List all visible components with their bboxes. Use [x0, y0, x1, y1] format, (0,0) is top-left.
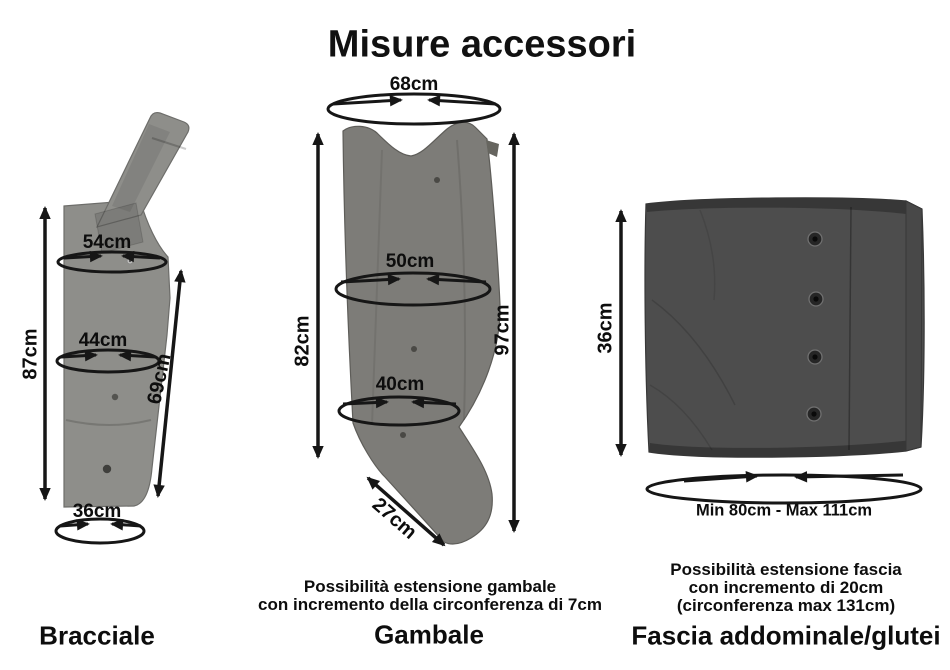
fascia-snap-2: [808, 291, 824, 307]
fascia-annotations: [615, 209, 923, 505]
fascia-ellipse-arrow-left: [683, 471, 759, 483]
fascia-wrinkle-3: [699, 209, 716, 301]
bracciale-ellipse-54: [56, 250, 168, 274]
fascia-note: Possibilità estensione fascia con increm…: [670, 561, 901, 615]
bracciale-measure-87: 87cm: [19, 328, 42, 380]
bracciale-annotations: [39, 206, 186, 545]
bracciale-measure-44: 44cm: [78, 330, 128, 351]
bracciale-seam: [65, 419, 152, 426]
fascia-snap-1: [807, 231, 823, 247]
gambale-measure-50: 50cm: [385, 251, 435, 272]
page-title: Misure accessori: [327, 23, 637, 66]
gambale-foot-arrow-27: [366, 476, 446, 547]
fascia-wrinkle-2: [649, 384, 713, 451]
gambale-ellipse-40-arrow-right: [411, 396, 457, 409]
gambale-ellipse-68-arrow-left: [332, 94, 403, 107]
fascia-ellipse-arrow-right: [794, 471, 904, 483]
fascia-note-line2: con incremento di 20cm: [688, 578, 884, 597]
bracciale-ellipse-36-arrow-left: [59, 519, 90, 531]
fascia-measure-minmax: Min 80cm - Max 111cm: [695, 501, 873, 520]
fascia-note-line1: Possibilità estensione fascia: [670, 560, 902, 579]
bracciale-ellipse-44-arrow-left: [60, 349, 98, 362]
bracciale-length-arrow-69: [153, 269, 186, 498]
bracciale-strap-shade: [112, 124, 170, 212]
gambale-note-line2: con incremento della circonferenza di 7c…: [258, 595, 602, 614]
gambale-measure-97: 97cm: [491, 304, 514, 356]
gambale-note: Possibilità estensione gambale con incre…: [258, 578, 602, 614]
bracciale-measure-36: 36cm: [72, 501, 122, 522]
gambale-valve-mid: [411, 346, 417, 352]
fascia-snap-3: [807, 349, 823, 365]
bracciale-ellipse-54-arrow-right: [121, 250, 161, 263]
gambale-hose-tab: [486, 140, 499, 157]
bracciale-measure-54: 54cm: [82, 232, 132, 253]
gambale-valve-bottom: [400, 432, 406, 438]
bracciale-valve-bottom: [102, 464, 112, 474]
bracciale-strap: [95, 111, 190, 228]
gambale-ellipse-68-arrow-right: [427, 94, 497, 107]
bracciale-flap: [94, 202, 144, 254]
bracciale-strap-seam: [151, 137, 187, 150]
fascia-shape: [644, 197, 925, 458]
fascia-note-line3: (circonferenza max 131cm): [676, 596, 896, 615]
gambale-ellipse-40-arrow-left: [342, 396, 389, 409]
gambale-measure-40: 40cm: [375, 374, 425, 395]
gambale-measure-82: 82cm: [291, 315, 314, 367]
gambale-body: [342, 121, 501, 545]
bracciale-ellipse-44: [55, 348, 161, 374]
fascia-ellipse-minmax: [645, 473, 923, 505]
gambale-shape: [342, 121, 501, 545]
gambale-ellipse-50-arrow-left: [340, 273, 401, 286]
fascia-wrinkle-1: [651, 299, 736, 406]
fascia-caption: Fascia addominale/glutei: [631, 620, 941, 651]
bracciale-valve-mid: [111, 393, 119, 401]
bracciale-ellipse-36: [54, 517, 146, 545]
fascia-band: [644, 197, 925, 458]
bracciale-ellipse-36-arrow-right: [110, 519, 142, 531]
gambale-note-line1: Possibilità estensione gambale: [303, 577, 557, 596]
gambale-ellipse-40: [337, 395, 461, 427]
fascia-right-binding: [905, 200, 923, 452]
gambale-ellipse-68: [326, 92, 502, 126]
gambale-annotations: [312, 92, 520, 547]
fascia-seam: [848, 206, 852, 451]
gambale-ellipse-50-arrow-right: [426, 273, 487, 286]
fascia-snap-4: [806, 406, 822, 422]
gambale-valve-top: [434, 177, 440, 183]
fascia-bottom-trim: [649, 439, 921, 458]
bracciale-shape: [63, 111, 190, 508]
bracciale-caption: Bracciale: [39, 620, 155, 651]
gambale-caption: Gambale: [374, 619, 484, 650]
bracciale-ellipse-54-arrow-left: [63, 250, 103, 263]
gambale-seam-left: [371, 149, 383, 426]
fascia-top-trim: [646, 197, 922, 216]
fascia-measure-36: 36cm: [594, 302, 617, 354]
bracciale-ellipse-44-arrow-right: [118, 349, 157, 362]
gambale-measure-68: 68cm: [389, 74, 439, 95]
bracciale-valve-top-center: [128, 259, 132, 263]
gambale-ellipse-50: [334, 271, 492, 307]
